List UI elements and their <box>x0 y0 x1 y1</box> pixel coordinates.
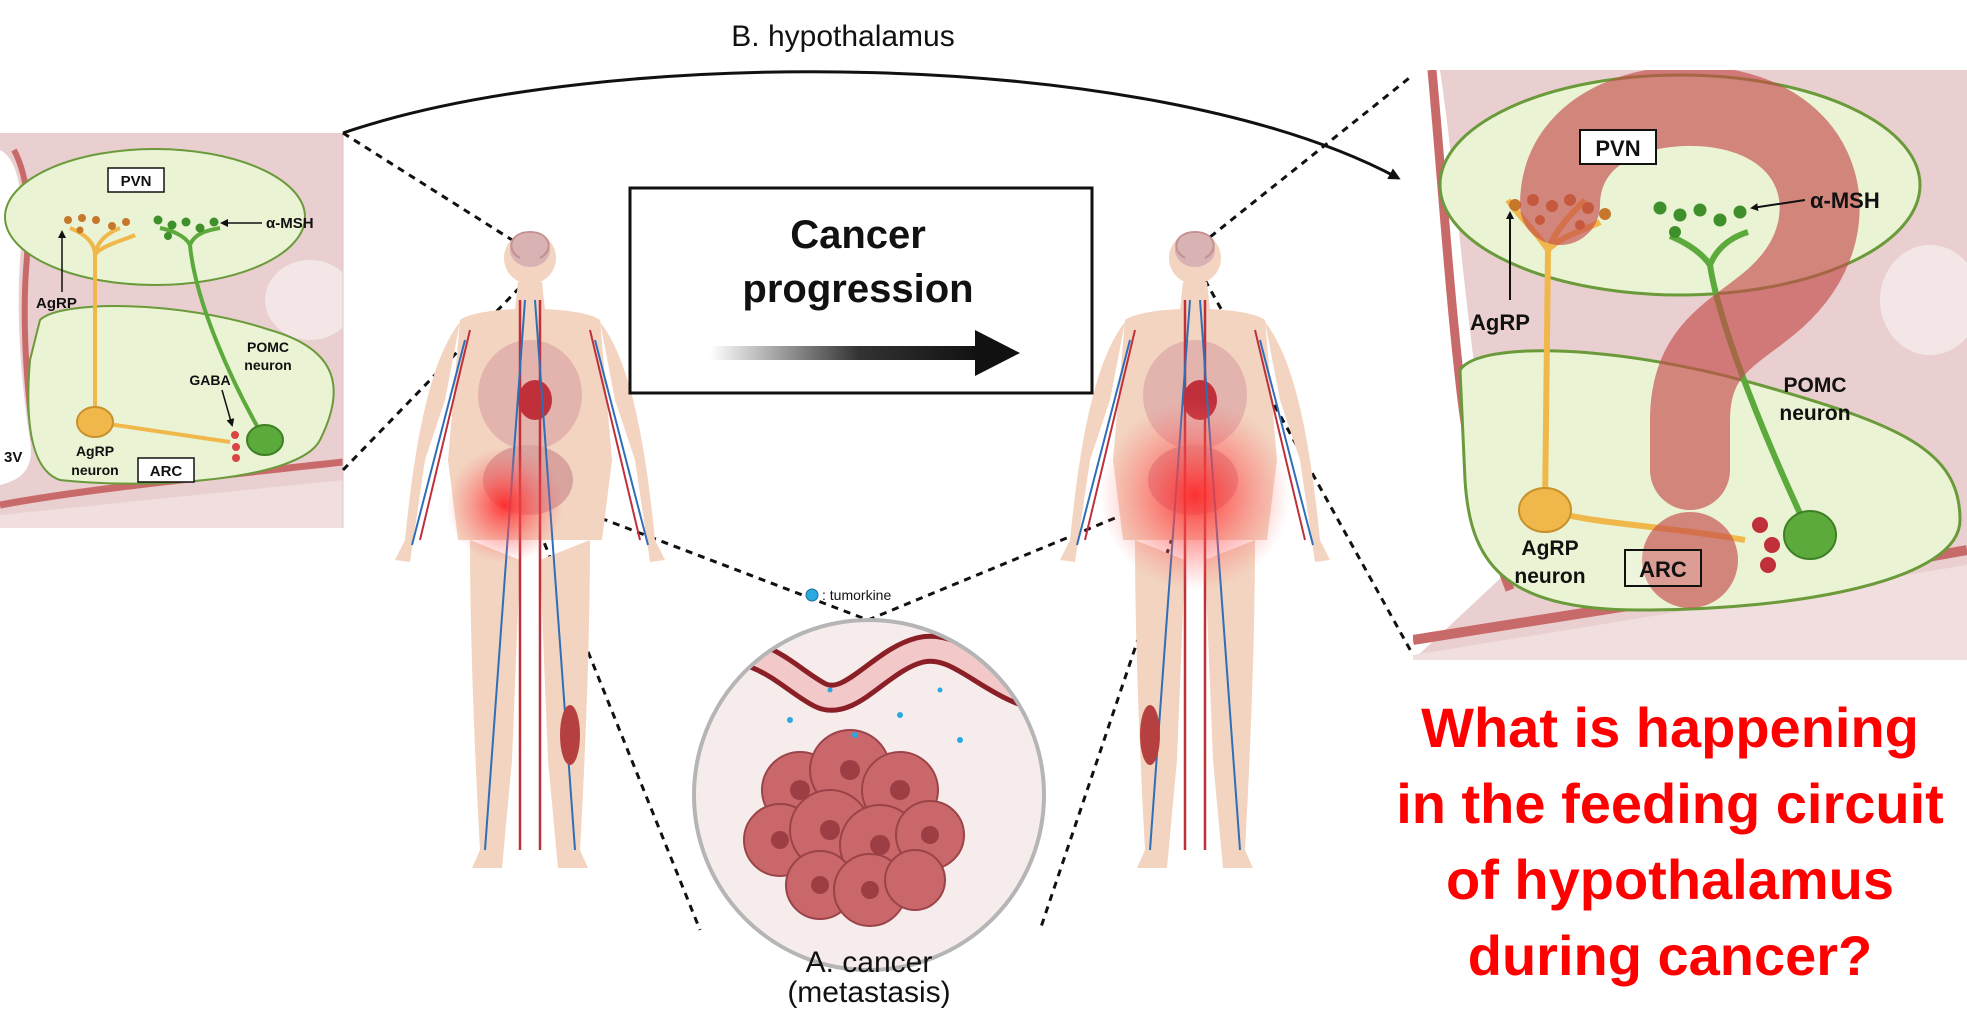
left-agrp-neuron-label-2: neuron <box>71 462 118 478</box>
agrp-soma-left <box>76 406 114 438</box>
progression-line-2: progression <box>742 267 973 311</box>
tumorkine-legend-dot <box>805 588 819 602</box>
question-line-3: of hypothalamus <box>1445 848 1895 911</box>
hypothalamus-arrow <box>342 70 1401 180</box>
human-figure-right <box>1060 231 1330 868</box>
right-pomc-label-1: POMC <box>1784 374 1847 397</box>
progression-arrow-shaft <box>710 346 980 360</box>
right-pvn-label: PVN <box>1595 136 1640 161</box>
right-agrp-neuron-label-1: AgRP <box>1521 537 1578 560</box>
left-agrp-neuron-label-1: AgRP <box>76 443 114 459</box>
left-hypothalamus-panel: PVN α-MSH AgRP POMC neuron GABA AgRP neu… <box>0 133 343 528</box>
progression-line-1: Cancer <box>790 213 926 257</box>
left-agrp-label: AgRP <box>36 295 77 312</box>
question-mark-dot <box>1642 512 1738 608</box>
question-line-2: in the feeding circuit <box>1396 772 1944 835</box>
pomc-soma-right <box>1783 510 1837 560</box>
right-arc-label: ARC <box>1639 557 1687 582</box>
right-alpha-msh-label: α-MSH <box>1810 188 1880 213</box>
pomc-soma-left <box>246 424 284 456</box>
left-pomc-label-2: neuron <box>244 357 291 373</box>
left-3v-label: 3V <box>4 449 22 466</box>
right-pomc-label-2: neuron <box>1779 402 1850 425</box>
left-pomc-label-1: POMC <box>247 339 289 355</box>
question-mark-overlay <box>1520 70 1860 510</box>
right-agrp-label: AgRP <box>1470 310 1530 335</box>
tumor-glow-left <box>447 447 563 563</box>
question-line-1: What is happening <box>1421 696 1919 759</box>
left-pvn-label: PVN <box>121 173 152 190</box>
progression-arrow-head <box>975 330 1020 376</box>
hypothalamus-title: B. hypothalamus <box>731 20 954 53</box>
cancer-progression-box: Cancer progression <box>628 186 1094 395</box>
cancer-label-1: A. cancer <box>806 946 933 979</box>
agrp-soma-right <box>1518 487 1572 533</box>
right-hypothalamus-panel: PVN α-MSH AgRP POMC neuron AgRP neuron A… <box>1413 70 1967 660</box>
human-figure-left <box>395 231 665 868</box>
tumor-inset: : tumorkine <box>692 587 1046 972</box>
left-arc-label: ARC <box>150 463 183 480</box>
left-alpha-msh-label: α-MSH <box>266 215 314 232</box>
tumor-glow-right <box>1100 400 1290 590</box>
cancer-label-2: (metastasis) <box>787 976 950 1009</box>
right-agrp-neuron-label-2: neuron <box>1514 565 1585 588</box>
left-gaba-label: GABA <box>189 372 230 388</box>
question-text: What is happening in the feeding circuit… <box>1380 690 1960 994</box>
tumorkine-legend-label: : tumorkine <box>822 587 891 603</box>
question-line-4: during cancer? <box>1467 924 1873 987</box>
